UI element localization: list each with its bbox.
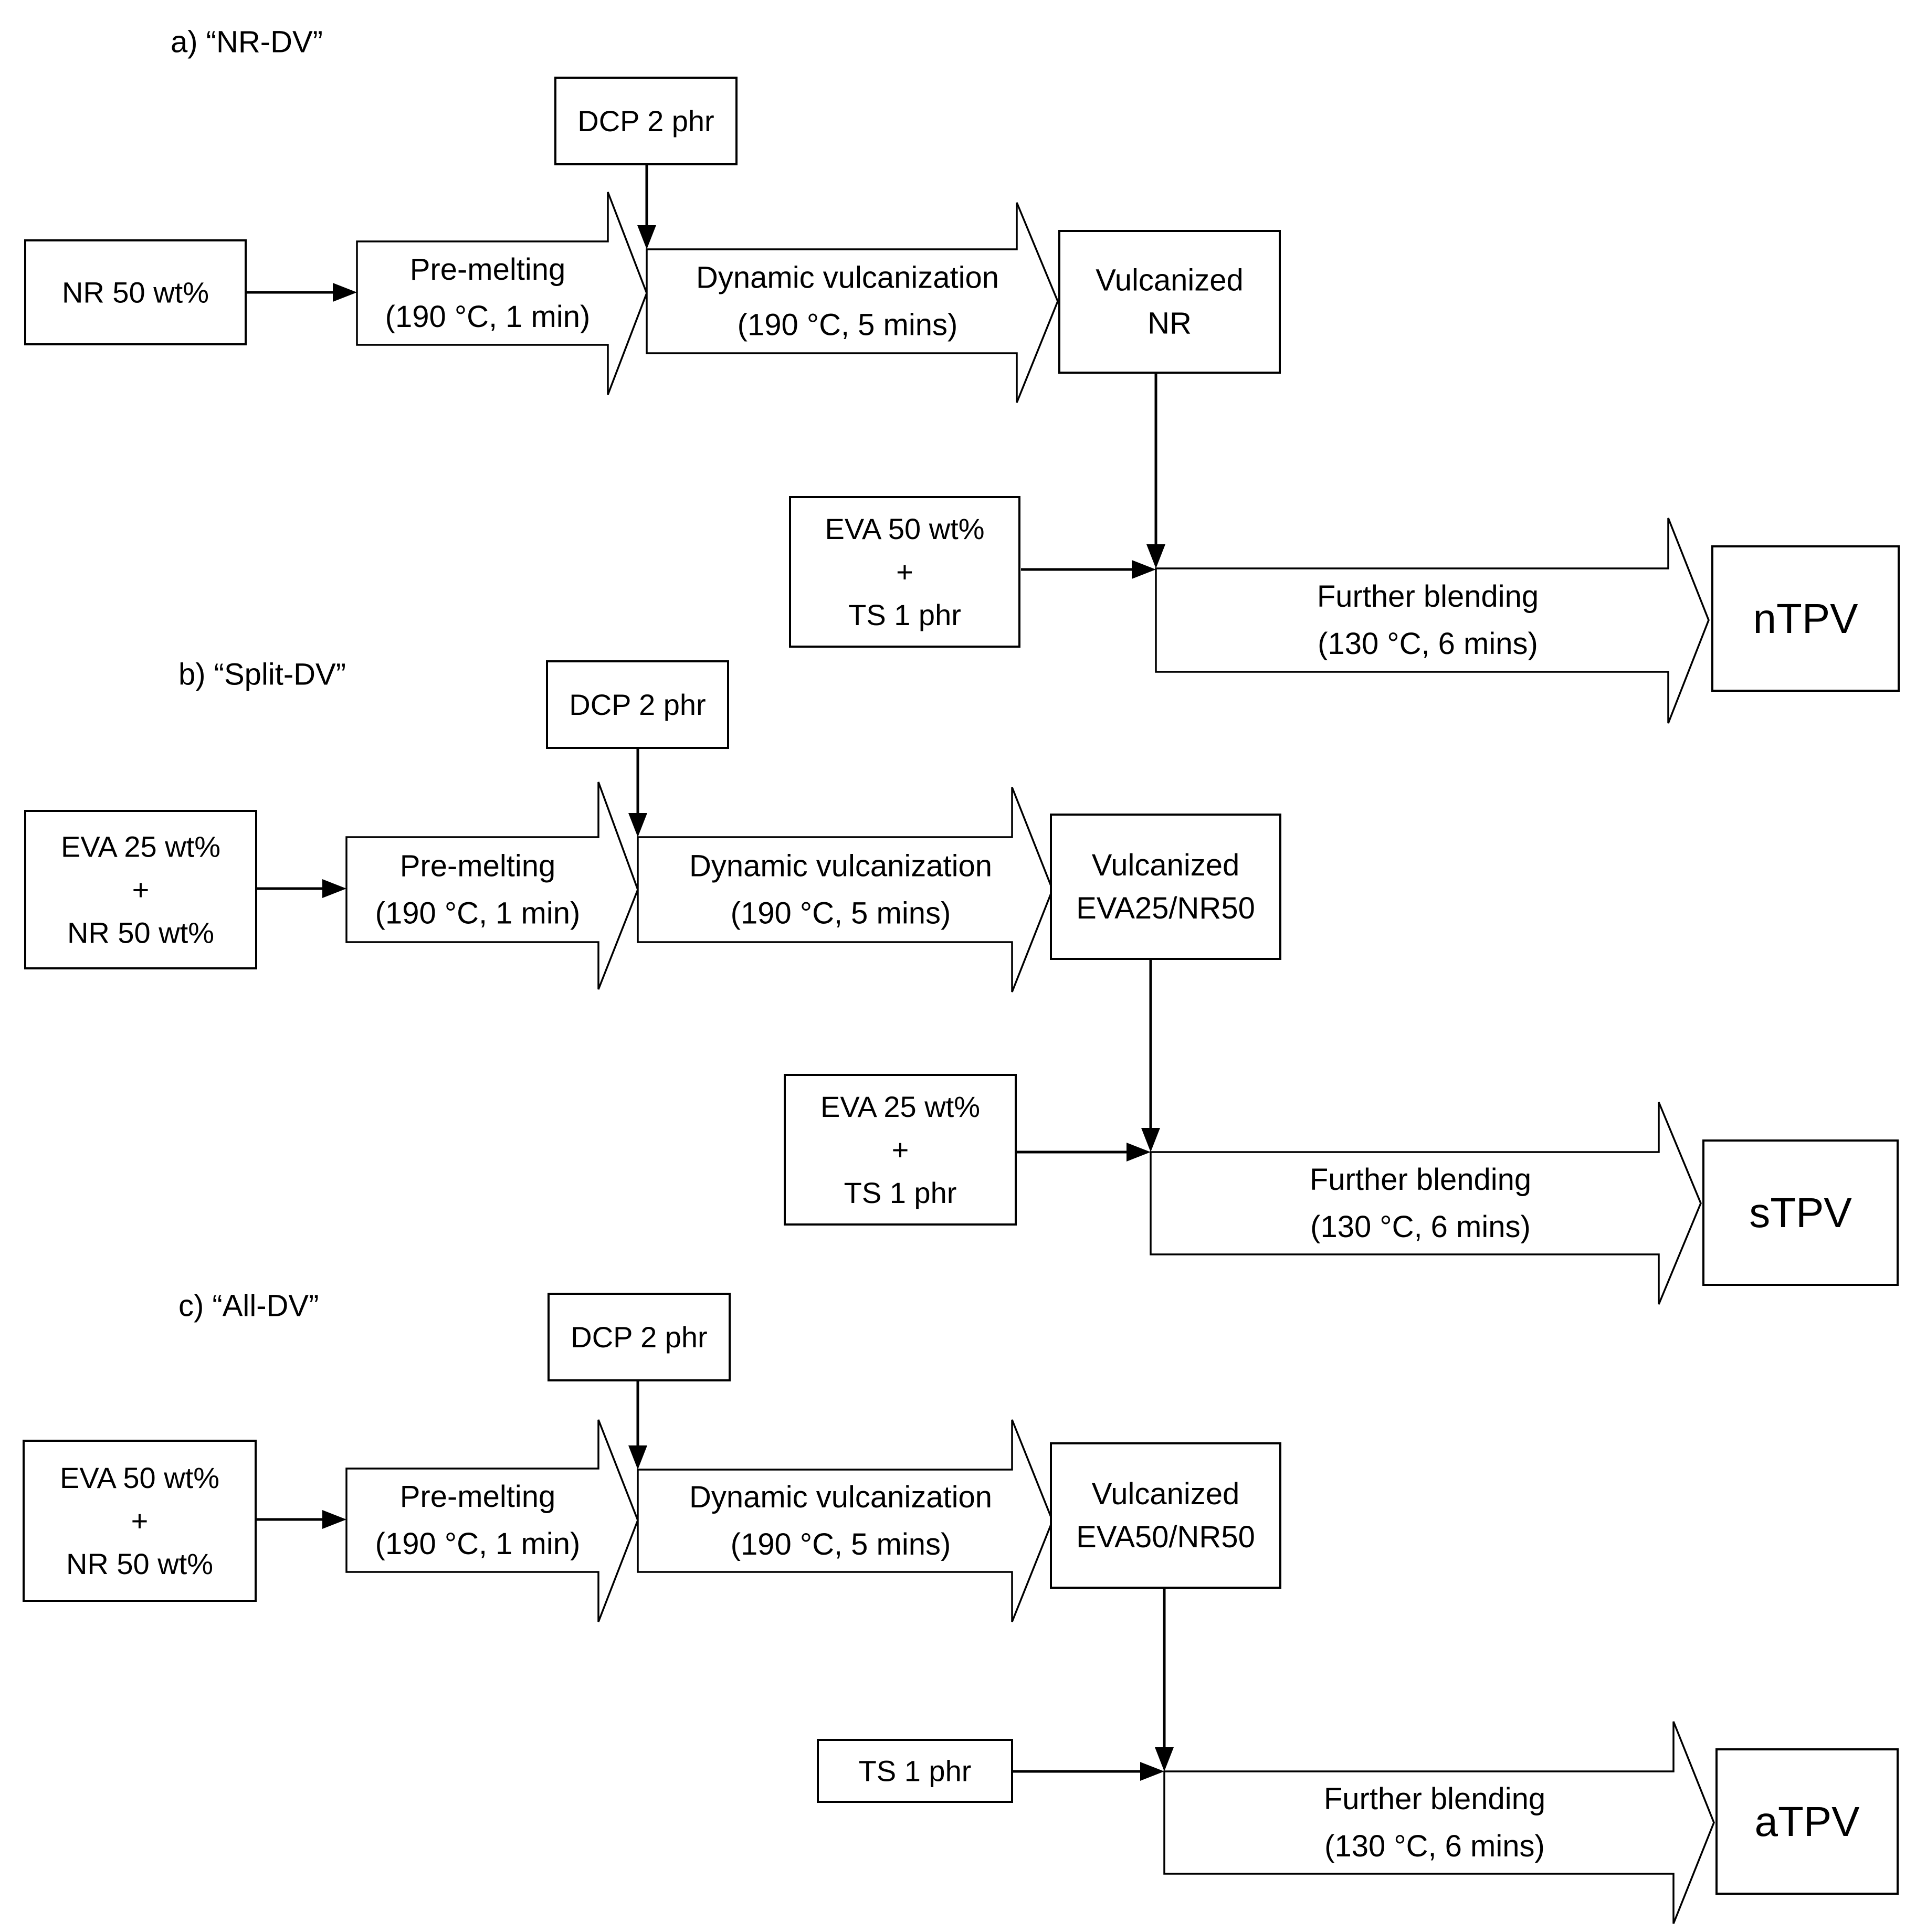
dynamic-vulcanization-label-line-0: Dynamic vulcanization bbox=[689, 849, 992, 883]
additive-label-line-1: + bbox=[892, 1133, 909, 1166]
dcp-connector-head bbox=[637, 225, 656, 249]
vulcanized-box bbox=[1050, 814, 1281, 960]
input-box bbox=[24, 239, 247, 345]
vulcanized-connector-head bbox=[1155, 1747, 1174, 1771]
dcp-label: DCP 2 phr bbox=[577, 104, 714, 138]
section-heading: c) “All-DV” bbox=[178, 1289, 319, 1323]
premelting-arrow bbox=[345, 782, 639, 990]
further-blending-label-line-0: Further blending bbox=[1324, 1782, 1545, 1816]
dcp-connector-head bbox=[628, 1445, 647, 1470]
additive-label-line-2: TS 1 phr bbox=[848, 598, 961, 631]
additive-connector-head bbox=[1140, 1762, 1164, 1781]
dcp-box bbox=[554, 77, 738, 165]
additive-connector-head bbox=[1132, 560, 1156, 579]
additive-label-line-0: EVA 25 wt% bbox=[820, 1090, 980, 1123]
section-a: a) “NR-DV” bbox=[171, 25, 323, 59]
premelting-label-line-0: Pre-melting bbox=[410, 252, 566, 287]
premelting-label-line-1: (190 °C, 1 min) bbox=[375, 1527, 581, 1561]
further-blending-label-line-0: Further blending bbox=[1317, 579, 1539, 614]
vulcanized-box bbox=[1050, 1442, 1281, 1589]
dynamic-vulcanization-label-line-0: Dynamic vulcanization bbox=[696, 261, 999, 295]
dynamic-vulcanization-arrow bbox=[646, 202, 1059, 403]
vulcanized-label-line-0: Vulcanized bbox=[1092, 1477, 1240, 1511]
dcp-connector-head bbox=[628, 813, 647, 837]
input-connector-head bbox=[322, 1510, 346, 1529]
product-box bbox=[1702, 1139, 1899, 1286]
section-heading: a) “NR-DV” bbox=[171, 25, 323, 59]
input-label-line-1: + bbox=[132, 873, 150, 906]
section-c: c) “All-DV” bbox=[178, 1289, 319, 1323]
further-blending-label-line-1: (130 °C, 6 mins) bbox=[1310, 1210, 1531, 1244]
premelting-label-line-0: Pre-melting bbox=[400, 849, 556, 883]
product-label: aTPV bbox=[1754, 1798, 1860, 1845]
premelting-arrow bbox=[356, 192, 648, 395]
dynamic-vulcanization-label-line-0: Dynamic vulcanization bbox=[689, 1480, 992, 1514]
additive-connector-head bbox=[1127, 1143, 1151, 1162]
premelting-label-line-1: (190 °C, 1 min) bbox=[385, 300, 591, 334]
input-box bbox=[23, 1440, 257, 1602]
input-label-line-1: + bbox=[131, 1504, 149, 1537]
further-blending-arrow bbox=[1150, 1102, 1702, 1305]
premelting-label-line-0: Pre-melting bbox=[400, 1480, 556, 1514]
further-blending-arrow bbox=[1163, 1721, 1715, 1924]
input-label-line-2: NR 50 wt% bbox=[66, 1547, 213, 1580]
section-heading: b) “Split-DV” bbox=[178, 658, 346, 692]
vulcanized-label-line-0: Vulcanized bbox=[1092, 848, 1240, 882]
product-box bbox=[1711, 545, 1900, 692]
dynamic-vulcanization-arrow bbox=[637, 1419, 1054, 1622]
input-label-line-0: NR 50 wt% bbox=[62, 276, 209, 309]
dynamic-vulcanization-arrow bbox=[637, 787, 1054, 993]
additive-box bbox=[789, 496, 1020, 648]
input-connector-head bbox=[333, 283, 357, 302]
further-blending-label-line-1: (130 °C, 6 mins) bbox=[1318, 627, 1538, 661]
vulcanized-connector-head bbox=[1146, 544, 1165, 568]
additive-box bbox=[817, 1739, 1013, 1803]
vulcanized-label-line-0: Vulcanized bbox=[1096, 263, 1244, 298]
dynamic-vulcanization-label-line-1: (190 °C, 5 mins) bbox=[738, 308, 958, 342]
input-label-line-0: EVA 50 wt% bbox=[60, 1461, 219, 1494]
further-blending-label-line-1: (130 °C, 6 mins) bbox=[1324, 1829, 1545, 1863]
additive-box bbox=[784, 1074, 1017, 1226]
dcp-label: DCP 2 phr bbox=[571, 1321, 707, 1354]
dcp-box bbox=[548, 1293, 731, 1381]
input-label-line-2: NR 50 wt% bbox=[67, 916, 214, 949]
dcp-label: DCP 2 phr bbox=[569, 688, 706, 721]
further-blending-arrow bbox=[1155, 518, 1710, 724]
vulcanized-label-line-1: EVA25/NR50 bbox=[1076, 891, 1255, 925]
input-box bbox=[24, 810, 257, 969]
premelting-label-line-1: (190 °C, 1 min) bbox=[375, 896, 581, 931]
vulcanized-label-line-1: NR bbox=[1148, 307, 1192, 341]
vulcanized-box bbox=[1058, 230, 1281, 374]
vulcanized-label-line-1: EVA50/NR50 bbox=[1076, 1520, 1255, 1554]
additive-label-line-1: + bbox=[896, 555, 913, 588]
product-label: sTPV bbox=[1749, 1189, 1852, 1236]
additive-label-line-0: EVA 50 wt% bbox=[825, 512, 984, 545]
input-connector-head bbox=[322, 879, 346, 898]
further-blending-label-line-0: Further blending bbox=[1310, 1163, 1531, 1197]
dcp-box bbox=[546, 660, 729, 749]
additive-label-line-2: TS 1 phr bbox=[844, 1176, 957, 1209]
additive-label-line-0: TS 1 phr bbox=[859, 1755, 972, 1788]
product-box bbox=[1715, 1748, 1899, 1895]
vulcanized-connector-head bbox=[1141, 1128, 1160, 1152]
dynamic-vulcanization-label-line-1: (190 °C, 5 mins) bbox=[731, 1527, 951, 1561]
input-label-line-0: EVA 25 wt% bbox=[61, 830, 220, 863]
premelting-arrow bbox=[345, 1419, 639, 1622]
product-label: nTPV bbox=[1753, 595, 1858, 642]
section-b: b) “Split-DV” bbox=[178, 658, 346, 692]
dynamic-vulcanization-label-line-1: (190 °C, 5 mins) bbox=[731, 896, 951, 931]
